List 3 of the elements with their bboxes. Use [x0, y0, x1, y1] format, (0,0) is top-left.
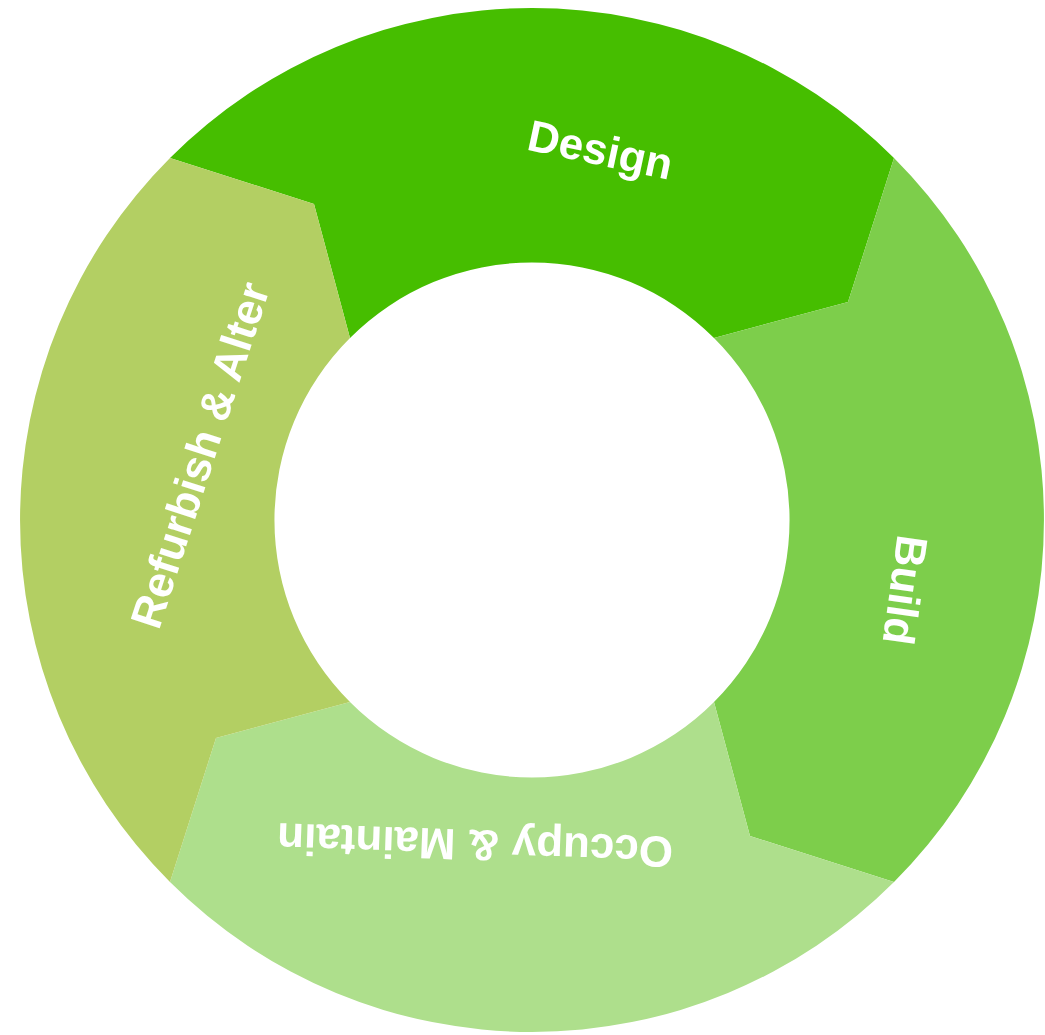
stage-label: Design [523, 113, 677, 187]
stage-label: Build [875, 532, 935, 648]
stage-label: Occupy & Maintain [276, 816, 674, 874]
